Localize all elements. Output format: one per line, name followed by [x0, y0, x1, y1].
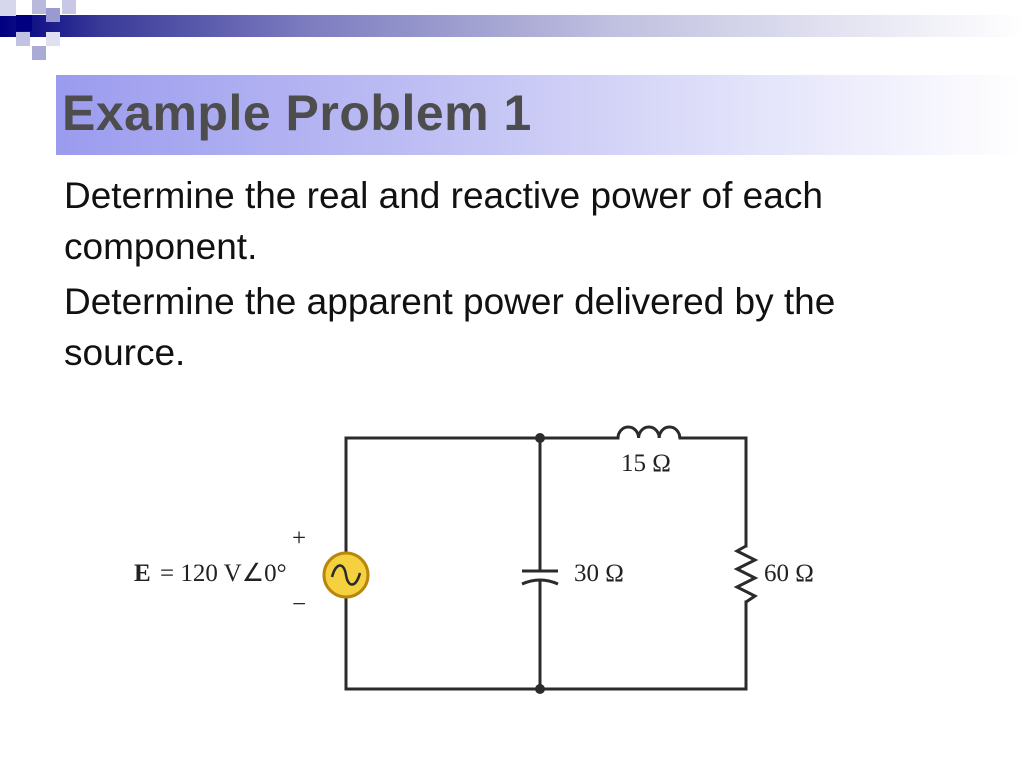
paragraph-apparent-power: Determine the apparent power delivered b… [64, 281, 836, 373]
inductor-symbol [616, 425, 682, 439]
deco-square [62, 0, 76, 14]
inductor-label: 15 Ω [621, 450, 671, 477]
deco-square [16, 32, 30, 46]
source-label-value: = 120 V∠0° [160, 560, 287, 587]
deco-square [0, 0, 16, 16]
source-label-symbol: E [134, 560, 151, 587]
slide-title: Example Problem 1 [62, 85, 532, 141]
deco-square [46, 32, 60, 46]
junction-dot-bottom [535, 684, 545, 694]
resistor-label: 60 Ω [764, 560, 814, 587]
capacitor-label: 30 Ω [574, 560, 624, 587]
deco-square [16, 15, 32, 31]
paragraph-real-reactive-power: Determine the real and reactive power of… [64, 175, 823, 267]
deco-square [46, 8, 60, 22]
source-minus-sign: − [292, 591, 306, 618]
junction-dot-top [535, 433, 545, 443]
header-gradient-bar [0, 15, 1024, 37]
slide-body: Determine the real and reactive power of… [64, 170, 944, 382]
resistor-symbol [733, 544, 759, 604]
capacitor-plate-bottom [521, 578, 559, 586]
deco-square [32, 0, 46, 14]
title-band [52, 75, 1024, 155]
sine-wave-icon [330, 564, 362, 586]
source-plus-sign: + [292, 525, 306, 552]
deco-square [32, 46, 46, 60]
